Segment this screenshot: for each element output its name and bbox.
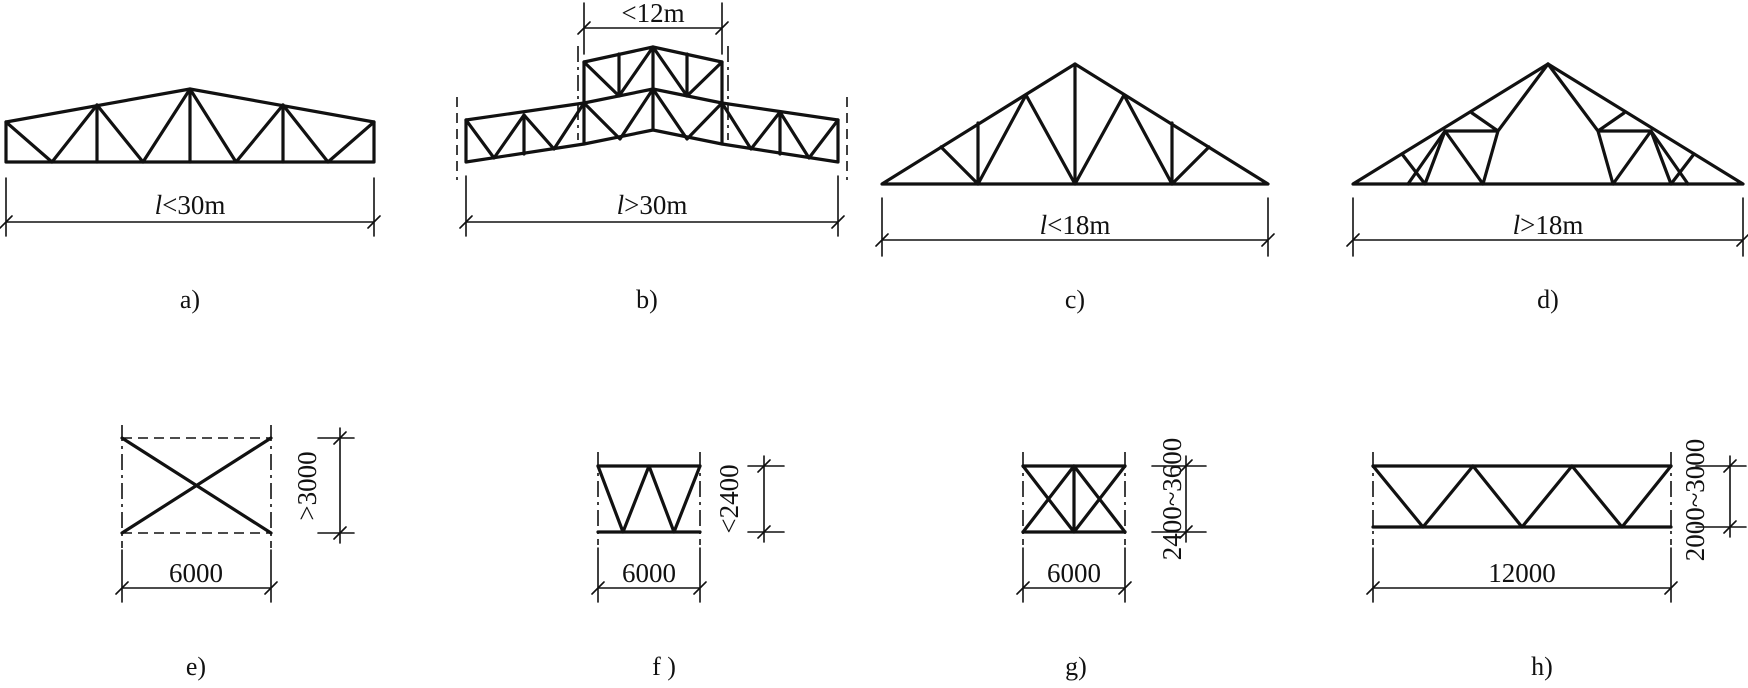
width-dimension-h: 12000: [1366, 547, 1678, 603]
dimension-label-b: l>30m: [617, 190, 688, 220]
dimension-d: l>18m: [1346, 197, 1748, 257]
height-label-g: 2400~3600: [1157, 438, 1187, 561]
dimension-label-d: l>18m: [1513, 210, 1584, 240]
width-label-f: 6000: [622, 558, 676, 588]
caption-f: f ): [652, 652, 676, 681]
height-dimension-g: 2400~3600: [1151, 438, 1207, 561]
height-label-e: >3000: [292, 451, 322, 520]
bracing-g: 2400~3600 6000 g): [1016, 438, 1207, 681]
dimension-label-c: l<18m: [1040, 210, 1111, 240]
height-dimension-f: <2400: [714, 455, 785, 543]
truss-d: l>18m d): [1346, 62, 1748, 314]
top-dimension-label-b: <12m: [621, 0, 684, 28]
bracing-f: <2400 6000 f ): [591, 452, 785, 681]
caption-b: b): [636, 285, 658, 314]
bracing-e: >3000 6000 e): [115, 425, 355, 681]
truss-a: l<30m a): [0, 87, 381, 314]
width-label-g: 6000: [1047, 558, 1101, 588]
height-label-f: <2400: [714, 464, 744, 533]
width-dimension-g: 6000: [1016, 547, 1132, 603]
width-dimension-e: 6000: [115, 549, 278, 603]
caption-a: a): [180, 285, 200, 314]
height-dimension-e: >3000: [292, 427, 355, 544]
dimension-label-a: l<30m: [155, 190, 226, 220]
top-dimension-b: <12m: [577, 0, 729, 55]
truss-b: <12m l>30m b): [456, 0, 848, 314]
width-label-e: 6000: [169, 558, 223, 588]
caption-h: h): [1531, 652, 1553, 681]
caption-d: d): [1537, 285, 1559, 314]
truss-c: l<18m c): [875, 62, 1275, 314]
caption-g: g): [1065, 652, 1087, 681]
width-dimension-f: 6000: [591, 547, 707, 603]
dimension-a: l<30m: [0, 177, 381, 237]
width-label-h: 12000: [1488, 558, 1556, 588]
dimension-c: l<18m: [875, 197, 1275, 257]
height-dimension-h: 2000~3000: [1680, 439, 1747, 562]
bracing-h: 2000~3000 12000 h): [1366, 439, 1747, 681]
caption-c: c): [1065, 285, 1085, 314]
caption-e: e): [186, 652, 206, 681]
height-label-h: 2000~3000: [1680, 439, 1710, 562]
dimension-b: l>30m: [459, 175, 845, 237]
